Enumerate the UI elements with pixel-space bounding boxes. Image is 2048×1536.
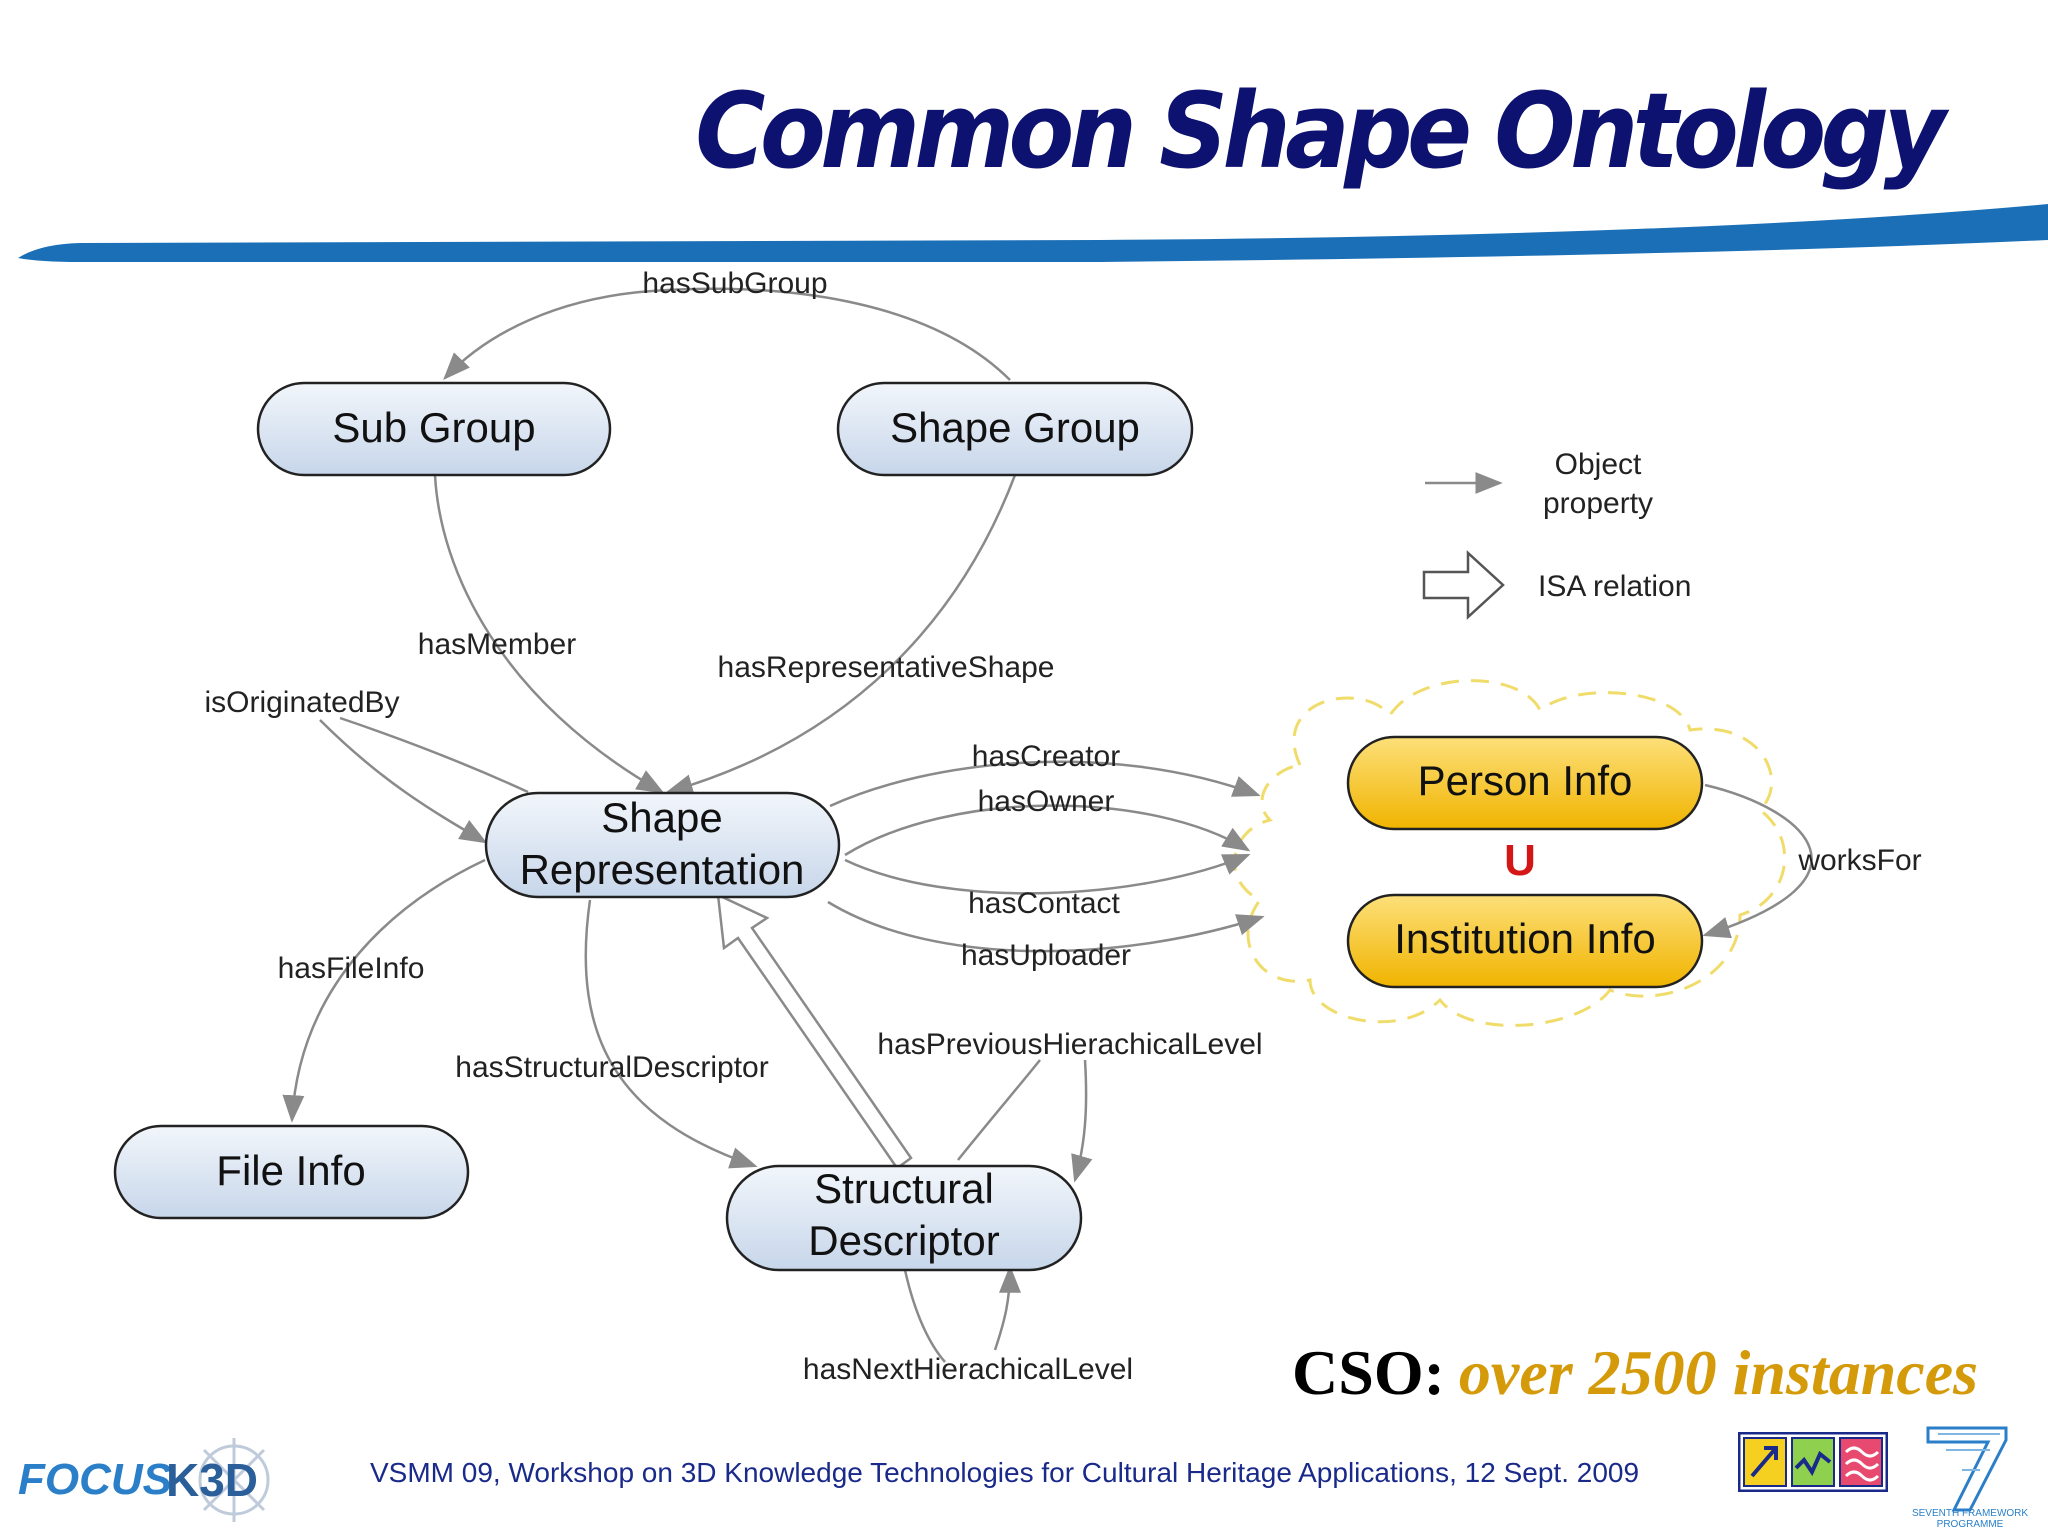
- node-shape-representation-label-1: Shape: [601, 794, 722, 841]
- label-works-for: worksFor: [1797, 844, 1921, 877]
- label-has-sub-group: hasSubGroup: [642, 267, 827, 300]
- node-institution-info[interactable]: Institution Info: [1346, 893, 1704, 989]
- edge-is-originated-by-b: [339, 716, 529, 794]
- label-has-contact: hasContact: [968, 887, 1120, 920]
- node-sub-group[interactable]: Sub Group: [256, 381, 612, 477]
- label-has-uploader: hasUploader: [961, 939, 1131, 972]
- edge-has-next-level-a: [903, 1269, 946, 1363]
- node-file-info-label: File Info: [216, 1147, 365, 1194]
- label-has-member: hasMember: [418, 628, 576, 661]
- header-stripe: [18, 204, 2048, 262]
- label-has-file-info: hasFileInfo: [278, 952, 425, 985]
- fp7-logo: [1926, 1426, 2008, 1512]
- label-has-representative-shape: hasRepresentativeShape: [718, 651, 1055, 684]
- label-has-next-hierachical-level: hasNextHierachicalLevel: [803, 1353, 1133, 1386]
- edge-is-originated-by-a: [319, 719, 488, 844]
- label-has-creator: hasCreator: [972, 740, 1120, 773]
- page-title: Common Shape Ontology: [694, 70, 1946, 192]
- label-has-previous-hierachical-level: hasPreviousHierachicalLevel: [877, 1028, 1262, 1061]
- node-person-info-label: Person Info: [1418, 757, 1633, 804]
- footer-text: VSMM 09, Workshop on 3D Knowledge Techno…: [370, 1457, 1640, 1488]
- node-structural-descriptor-label-2: Descriptor: [808, 1217, 999, 1264]
- cso-banner: CSO:over 2500 instances: [1292, 1336, 1978, 1410]
- label-is-originated-by: isOriginatedBy: [204, 686, 399, 719]
- approx-icon: [1844, 1446, 1880, 1482]
- edge-works-for: [1702, 783, 1813, 939]
- edge-has-representative-shape: [665, 474, 1017, 796]
- label-has-structural-descriptor: hasStructuralDescriptor: [455, 1051, 768, 1084]
- node-structural-descriptor-label-1: Structural: [814, 1165, 994, 1212]
- cso-label: CSO:: [1292, 1337, 1445, 1408]
- legend-object-property-label-1: Object: [1555, 448, 1642, 481]
- edge-has-owner: [844, 804, 1251, 857]
- node-shape-group-label: Shape Group: [890, 404, 1140, 451]
- legend-isa-arrow: [1422, 550, 1505, 620]
- legend-isa-label: ISA relation: [1538, 570, 1691, 603]
- node-shape-representation-label-2: Representation: [520, 846, 805, 893]
- cso-instances-text: over 2500 instances: [1458, 1337, 1978, 1408]
- arrow-icon: [1750, 1446, 1778, 1478]
- focus-k3d-logo: FOCUS K3D: [18, 1438, 270, 1522]
- fp7-caption-line-1: SEVENTH FRAMEWORK: [1911, 1508, 2029, 1519]
- edge-has-structural-descriptor: [584, 899, 758, 1169]
- edge-has-previous-level-a: [957, 1059, 1041, 1161]
- edge-has-uploader: [827, 900, 1265, 953]
- edge-has-sub-group: [443, 287, 1011, 381]
- edge-has-member: [433, 474, 665, 794]
- edge-has-contact: [844, 853, 1251, 895]
- node-structural-descriptor[interactable]: Structural Descriptor: [725, 1164, 1083, 1272]
- edge-has-creator: [829, 760, 1261, 808]
- node-shape-representation[interactable]: Shape Representation: [484, 791, 841, 899]
- union-symbol: U: [1504, 836, 1536, 885]
- logo-k3d-text: K3D: [166, 1454, 258, 1506]
- edge-has-previous-level-b: [1071, 1059, 1093, 1183]
- logo-focus-text: FOCUS: [18, 1455, 172, 1504]
- node-shape-group[interactable]: Shape Group: [836, 381, 1194, 477]
- edge-has-file-info: [282, 858, 486, 1123]
- wave-icon: [1794, 1450, 1832, 1477]
- label-has-owner: hasOwner: [978, 785, 1115, 818]
- legend-object-property-label-2: property: [1543, 487, 1653, 520]
- legend: Object property ISA relation: [1422, 448, 1691, 620]
- edge-has-next-level-b: [993, 1265, 1021, 1351]
- partner-logo: [1738, 1432, 1888, 1492]
- fp7-caption-line-2: PROGRAMME: [1936, 1519, 2004, 1530]
- node-person-info[interactable]: Person Info: [1346, 735, 1704, 831]
- node-file-info[interactable]: File Info: [113, 1124, 470, 1220]
- fp7-caption: SEVENTH FRAMEWORK PROGRAMME: [1910, 1508, 2030, 1530]
- node-institution-info-label: Institution Info: [1394, 915, 1656, 962]
- node-sub-group-label: Sub Group: [332, 404, 535, 451]
